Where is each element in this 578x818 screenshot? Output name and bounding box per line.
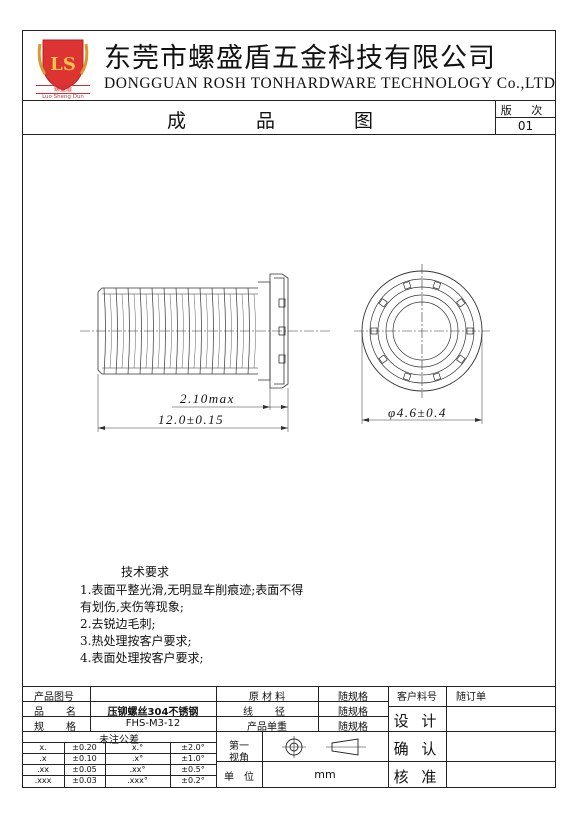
logo-text-cn: 螺盛盾 [36,85,90,94]
drawing-title-char-2: 品 [256,110,276,132]
tol-angular-digits-0: x.° [131,743,144,752]
tol-linear-value-3: ±0.03 [72,776,97,785]
wire-dia-value: 随规格 [338,707,368,718]
product-drawing-no-label: 产品图号 [34,692,74,703]
drawing-frame [22,30,556,788]
dim-total-length: 12.0±0.15 [158,412,225,427]
tol-angular-value-1: ±1.0° [181,754,205,763]
drawing-title-char-1: 成 [167,110,187,132]
logo-emblem-icon: LS [37,39,89,91]
thread-body [97,287,258,375]
view-angle-label-1: 第一 [229,741,249,752]
view-angle-label-2: 视角 [229,753,249,764]
tech-requirement-3: 3.热处理按客户要求; [80,634,192,648]
material-value: 随规格 [338,692,368,703]
tol-linear-digits-2: .xx [36,765,49,774]
logo-text-en: Luo Sheng Dun [42,94,84,100]
tol-angular-value-3: ±0.2° [181,776,205,785]
thread-crests [103,287,256,375]
tol-linear-digits-1: .x [39,754,47,763]
customer-part-value: 随订单 [456,692,486,703]
tol-linear-value-2: ±0.05 [72,765,97,774]
tech-requirement-4: 4.表面处理按客户要求; [80,651,204,665]
serration-tooth [378,354,388,364]
tol-linear-digits-0: x. [39,743,47,752]
product-name-label: 品 名 [34,707,82,718]
wire-dia-label: 线 径 [243,707,291,718]
tolerance-title: 未注公差 [99,735,139,746]
tech-requirement-2: 2.去锐边毛刺; [80,617,156,631]
first-angle-projection-icon [282,736,366,758]
dim-diameter: φ4.6±0.4 [388,405,447,420]
material-label: 原 材 料 [248,692,286,703]
serration-tooth [432,372,442,381]
title-divider [22,134,556,135]
tech-requirement-1: 1.表面平整光滑,无明显车削痕迹;表面不得 [80,583,304,597]
serration-tooth [466,327,474,335]
serration-tooth [456,354,466,364]
approve-label: 核 准 [393,768,441,786]
tol-angular-value-0: ±2.0° [181,743,205,752]
version-label: 版 次 [500,104,551,117]
header-divider [22,100,556,101]
company-name-en: DONGGUAN ROSH TONHARDWARE TECHNOLOGY Co.… [104,75,556,92]
tol-angular-digits-3: .xxx° [127,776,148,785]
serration-tooth [378,298,388,308]
serration-tooth [402,281,412,290]
tol-angular-value-2: ±0.5° [181,765,205,774]
tech-requirement-1-cont: 有划伤,夹伤等现象; [80,600,184,614]
serration-tooth [456,298,466,308]
tol-angular-digits-2: .xx° [129,765,146,774]
version-value: 01 [517,119,534,133]
unit-label: 单 位 [224,772,254,783]
logo-monogram: LS [50,54,76,75]
drawing-title-char-3: 图 [354,110,374,132]
spec-value: FHS-M3-12 [125,718,181,729]
dim-head-height: 2.10max [180,391,235,406]
unit-value: mm [314,768,336,781]
company-name-cn: 东莞市螺盛盾五金科技有限公司 [104,43,496,74]
tol-linear-digits-3: .xxx [34,776,52,785]
serration-tooth [370,327,378,335]
spec-label: 规 格 [34,722,82,733]
serration-tooth [402,372,412,381]
confirm-label: 确 认 [393,740,441,758]
tech-requirements-title: 技术要求 [121,565,170,579]
tol-angular-digits-1: .x° [131,754,144,763]
tol-linear-value-1: ±0.10 [72,754,97,763]
tol-linear-value-0: ±0.20 [72,743,97,752]
unit-weight-label: 产品单重 [247,722,287,733]
company-logo: LS 螺盛盾 Luo Sheng Dun [36,34,90,100]
customer-part-label: 客户料号 [397,692,437,703]
version-box-mid [495,117,556,118]
part-drawing [80,264,490,432]
design-label: 设 计 [393,712,441,730]
product-name-value: 压铆螺丝304不锈钢 [107,707,199,718]
serration-tooth [432,281,442,290]
end-view [354,264,490,398]
unit-weight-value: 随规格 [338,722,368,733]
